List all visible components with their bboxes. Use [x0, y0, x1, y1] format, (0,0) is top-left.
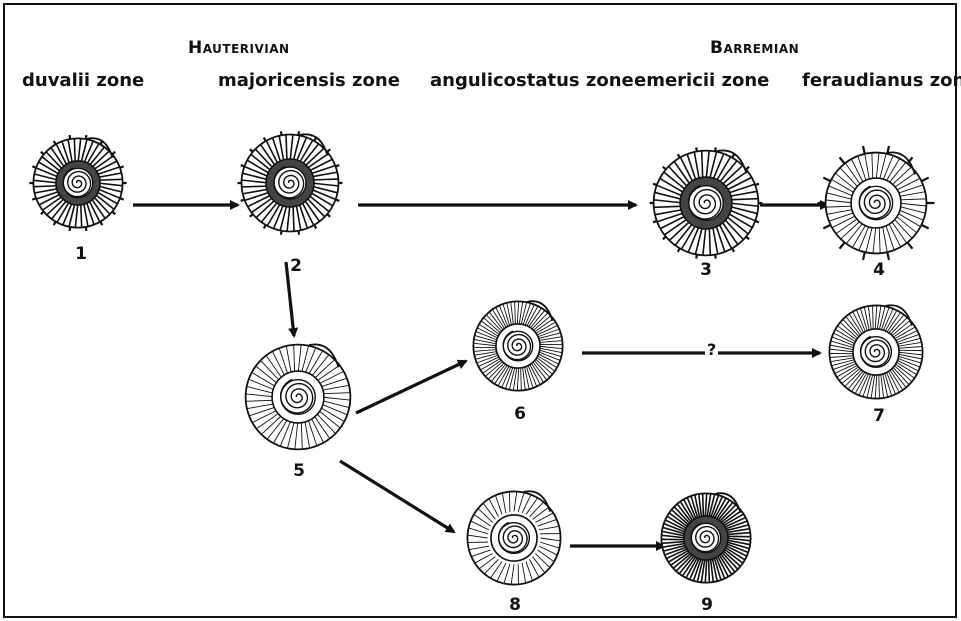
- uncertain-link-label: ?: [705, 340, 718, 359]
- arrow-5-to-6: [356, 361, 466, 413]
- ammonite-2-illustration: [238, 131, 343, 234]
- specimen-number-1: 1: [66, 244, 96, 264]
- arrow-5-to-8: [340, 461, 454, 532]
- specimen-number-7: 7: [864, 406, 894, 426]
- ammonite-9-illustration: [661, 493, 750, 582]
- ammonite-7-illustration: [829, 305, 922, 398]
- ammonite-3-illustration: [650, 147, 763, 258]
- specimen-number-9: 9: [692, 595, 722, 615]
- ammonite-4-illustration: [818, 146, 935, 260]
- specimen-number-4: 4: [864, 260, 894, 280]
- specimen-number-2: 2: [281, 256, 311, 276]
- specimen-number-8: 8: [500, 595, 530, 615]
- specimen-number-6: 6: [505, 404, 535, 424]
- ammonite-6-illustration: [473, 301, 562, 390]
- ammonite-5-illustration: [246, 344, 351, 449]
- ammonite-1-illustration: [29, 135, 126, 231]
- ammonite-8-illustration: [467, 491, 560, 584]
- specimen-number-3: 3: [691, 260, 721, 280]
- specimen-number-5: 5: [284, 461, 314, 481]
